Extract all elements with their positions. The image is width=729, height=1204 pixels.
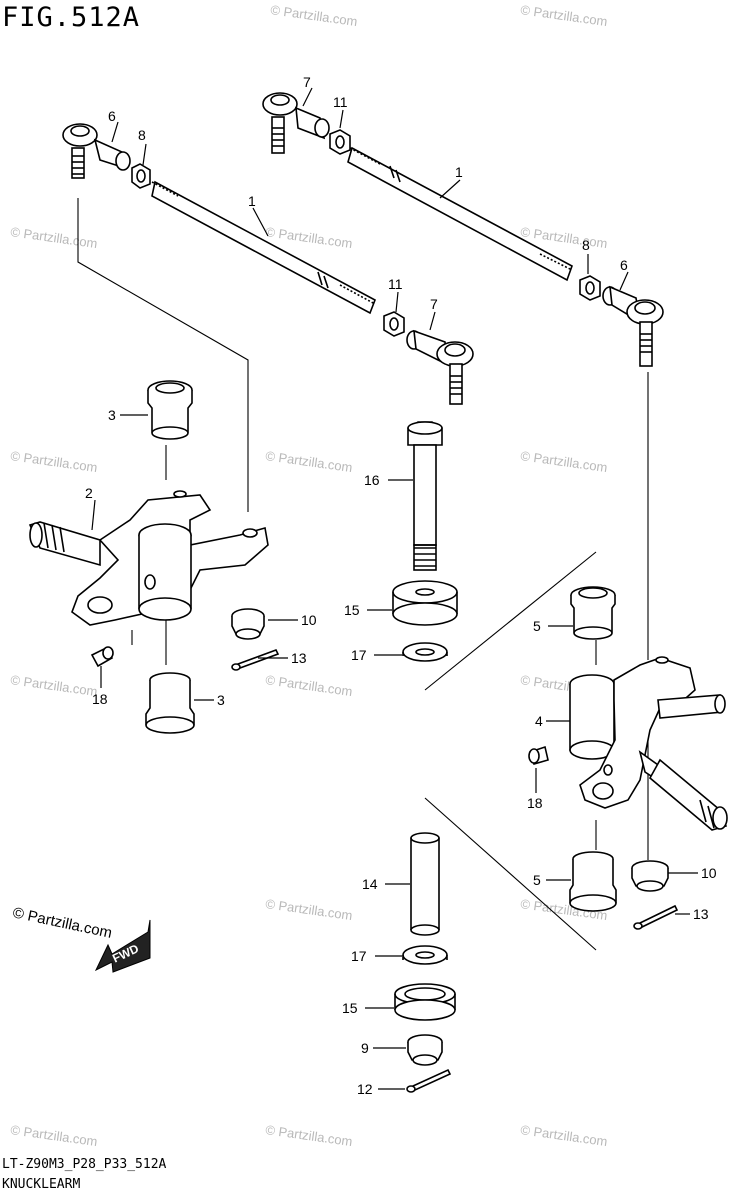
watermark: © Partzilla.com (10, 224, 99, 251)
callout: 13 (693, 906, 709, 922)
leader-lines (91, 87, 698, 1090)
knuckle-4-right (569, 656, 728, 831)
watermark: © Partzilla.com (10, 1122, 99, 1149)
tie-rod-1-left (151, 180, 376, 315)
bushing-3-bottom (145, 672, 195, 734)
callout: 5 (533, 618, 541, 634)
callout: 17 (351, 948, 367, 964)
nut-11-left (383, 311, 405, 337)
callout: 16 (364, 472, 380, 488)
callout: 15 (342, 1000, 358, 1016)
callout: 14 (362, 876, 378, 892)
callout: 3 (108, 407, 116, 423)
callout: 10 (701, 865, 717, 881)
nut-10-left (231, 608, 265, 640)
watermark: © Partzilla.com (265, 448, 354, 475)
watermark: © Partzilla.com (520, 2, 609, 29)
callout: 1 (455, 164, 463, 180)
watermark: © Partzilla.com (270, 2, 359, 29)
left-knuckle-assembly (28, 380, 280, 734)
callout: 8 (138, 127, 146, 143)
tie-rod-1-right (347, 146, 573, 282)
figure-name: KNUCKLEARM (2, 1177, 81, 1192)
callout: 7 (303, 74, 311, 90)
assembly-lines (77, 198, 649, 951)
bolt-16 (407, 421, 443, 571)
grease-nipple-18-left (90, 646, 114, 668)
watermarks: © Partzilla.com © Partzilla.com © Partzi… (10, 2, 609, 1149)
tie-rod-left-assembly (62, 123, 474, 405)
callout: 12 (357, 1081, 373, 1097)
watermark: © Partzilla.com (10, 672, 99, 699)
watermark: © Partzilla.com (265, 1122, 354, 1149)
tie-rod-end-7-left (406, 329, 474, 405)
figure-code: LT-Z90M3_P28_P33_512A (2, 1157, 167, 1172)
nut-8-left (131, 163, 151, 189)
washer-17-bottom (402, 945, 448, 965)
watermark: © Partzilla.com (520, 1122, 609, 1149)
callout: 6 (620, 257, 628, 273)
bushing-3-top (147, 380, 193, 440)
nut-11-right (329, 129, 351, 155)
callout: 6 (108, 108, 116, 124)
callout: 15 (344, 602, 360, 618)
callout: 18 (527, 795, 543, 811)
cotter-pin-13-right (633, 904, 679, 930)
tie-rod-end-7-right (262, 92, 330, 154)
callout: 3 (217, 692, 225, 708)
nut-8-right (579, 275, 601, 301)
cotter-pin-13-left (231, 649, 280, 671)
callout: 9 (361, 1040, 369, 1056)
tie-rod-right-assembly (262, 92, 664, 367)
center-parts (392, 421, 458, 1093)
callout: 17 (351, 647, 367, 663)
callout: 18 (92, 691, 108, 707)
pin-14 (410, 832, 440, 936)
callout: 4 (535, 713, 543, 729)
tie-rod-end-6-right (602, 285, 664, 367)
callout: 11 (333, 94, 348, 110)
bushing-5-bottom (569, 851, 617, 912)
watermark: © Partzilla.com (10, 448, 99, 475)
callout: 2 (85, 485, 93, 501)
cotter-pin-12 (406, 1068, 452, 1093)
partzilla-label: © Partzilla.com (11, 904, 113, 942)
callout: 7 (430, 296, 438, 312)
tie-rod-end-6-left (62, 123, 131, 179)
callout: 8 (582, 237, 590, 253)
collar-15-top (392, 580, 458, 626)
knuckle-2-left (28, 490, 269, 626)
watermark: © Partzilla.com (520, 448, 609, 475)
watermark: © Partzilla.com (265, 672, 354, 699)
right-knuckle-assembly (528, 586, 728, 930)
grease-nipple-18-right (528, 745, 549, 765)
callout: 5 (533, 872, 541, 888)
washer-17-top (402, 642, 448, 662)
watermark: © Partzilla.com (265, 896, 354, 923)
callout-numbers: 6 8 1 7 11 1 8 6 11 7 3 2 16 15 17 5 10 … (85, 74, 717, 1097)
nut-10-right (631, 860, 669, 892)
figure-title: FIG.512A (2, 2, 141, 33)
collar-15-bottom (394, 983, 456, 1021)
callout: 10 (301, 612, 317, 628)
callout: 13 (291, 650, 307, 666)
nut-9 (407, 1034, 443, 1066)
callout: 1 (248, 193, 256, 209)
bushing-5-top (570, 586, 616, 640)
callout: 11 (388, 276, 403, 292)
